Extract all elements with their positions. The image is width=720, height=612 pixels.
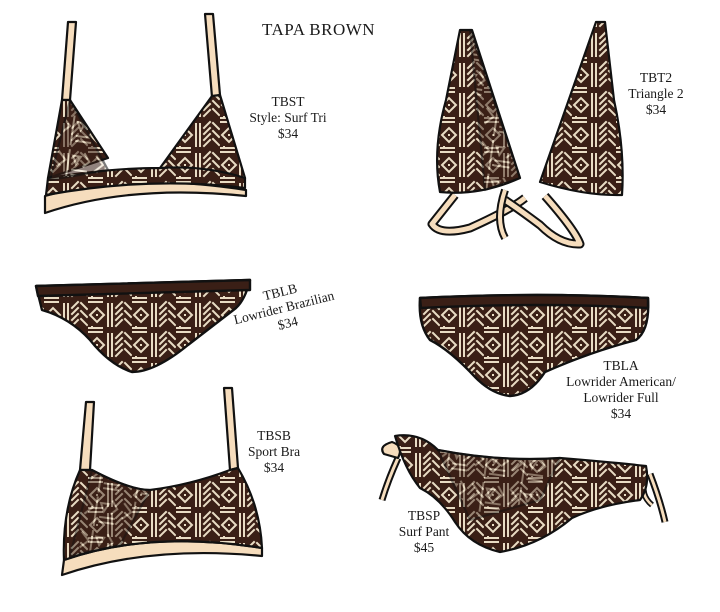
tbla-bottom-illustration [418, 293, 650, 398]
product-label-tbst: TBST Style: Surf Tri $34 [240, 94, 336, 142]
tbsb-top-illustration [60, 386, 264, 577]
product-price: $34 [610, 406, 632, 421]
product-price: $34 [645, 102, 667, 117]
tblb-bottom-illustration [34, 278, 252, 374]
product-name: Sport Bra [247, 444, 301, 459]
product-name-2: Lowrider Full [583, 390, 659, 405]
product-label-tbsp: TBSP Surf Pant $45 [388, 508, 460, 556]
product-price: $34 [263, 460, 285, 475]
product-code: TBST [271, 94, 305, 109]
product-label-tbt2: TBT2 Triangle 2 $34 [616, 70, 696, 118]
product-label-tbla: TBLA Lowrider American/ Lowrider Full $3… [556, 358, 686, 422]
product-code: TBSP [407, 508, 441, 523]
product-name: Triangle 2 [628, 86, 684, 101]
product-name: Surf Pant [398, 524, 450, 539]
tbst-top-illustration [43, 12, 248, 215]
product-code: TBSB [257, 428, 291, 443]
collection-title: TAPA BROWN [262, 20, 376, 39]
product-price: $34 [277, 126, 299, 141]
tbt2-top-illustration [427, 20, 624, 249]
product-label-tbsb: TBSB Sport Bra $34 [238, 428, 310, 476]
product-name: Lowrider American/ [566, 374, 676, 389]
product-code: TBLA [603, 358, 639, 373]
product-code: TBT2 [639, 70, 673, 85]
tbsp-bottom-illustration [378, 434, 669, 554]
product-price: $45 [413, 540, 435, 555]
product-name: Style: Surf Tri [249, 110, 327, 125]
